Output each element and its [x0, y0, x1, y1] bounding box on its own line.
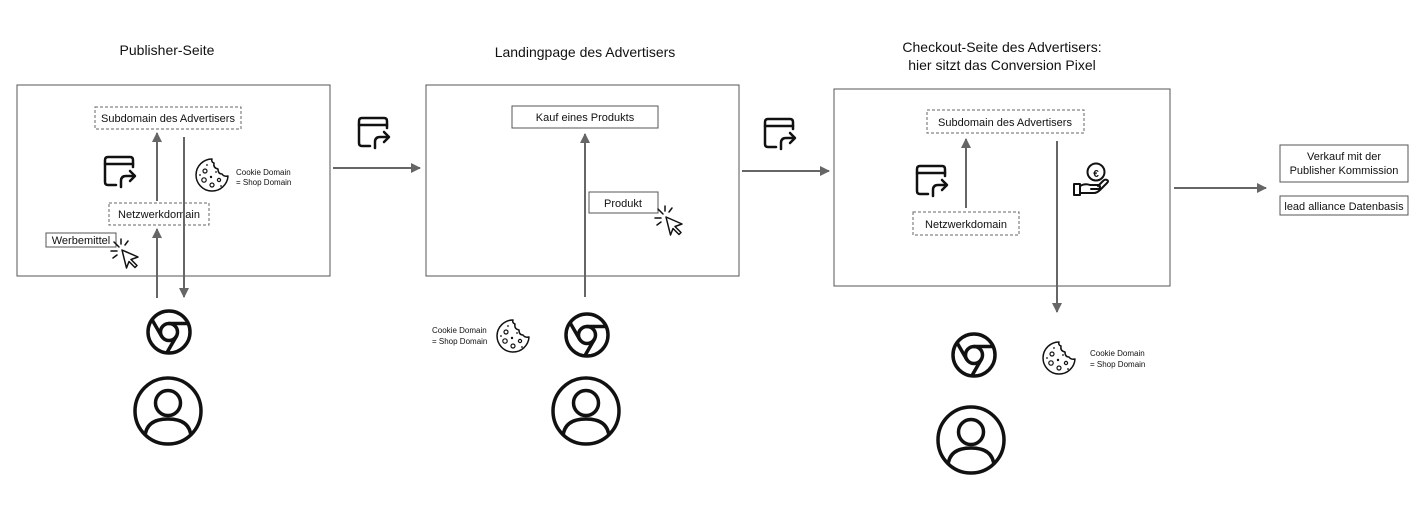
advertiser-subdomain-box [94, 106, 242, 130]
cookie-domain-label: Cookie Domain [432, 326, 487, 335]
publisher-page-title: Publisher-Seite [120, 42, 215, 58]
network-domain-box [912, 211, 1020, 236]
cookie-icon [496, 319, 530, 353]
publisher-page-frame [16, 84, 331, 277]
cookie-icon [195, 158, 229, 192]
click-cursor-icon [654, 205, 683, 236]
chrome-browser-icon [564, 312, 610, 358]
sale-commission-line2: Publisher Kommission [1290, 165, 1399, 177]
user-icon [553, 378, 619, 444]
checkout-title-line1: Checkout-Seite des Advertisers: [902, 39, 1101, 55]
network-domain-label: Netzwerkdomain [925, 219, 1007, 231]
network-domain-label: Netzwerkdomain [118, 209, 200, 221]
redirect-icon [915, 164, 949, 198]
cookie-domain-label: Cookie Domain [1090, 349, 1145, 358]
user-icon [938, 407, 1004, 473]
chrome-browser-icon [146, 309, 192, 355]
click-cursor-icon [110, 238, 139, 269]
database-label: lead alliance Datenbasis [1284, 201, 1404, 213]
advertiser-subdomain-box [926, 109, 1085, 134]
product-label: Produkt [604, 198, 642, 210]
user-icon [135, 378, 201, 444]
ad-material-box [45, 232, 117, 248]
cookie-domain-label: Cookie Domain [236, 168, 291, 177]
sale-commission-box [1279, 144, 1409, 183]
purchase-box [511, 105, 659, 129]
advertiser-subdomain-label: Subdomain des Advertisers [101, 113, 235, 125]
checkout-page-frame [833, 88, 1171, 287]
ad-material-label: Werbemittel [52, 235, 110, 247]
product-box [588, 191, 659, 214]
shop-domain-label: = Shop Domain [236, 178, 291, 187]
landingpage-title: Landingpage des Advertisers [495, 44, 676, 60]
redirect-icon [763, 117, 797, 151]
chrome-browser-icon [951, 332, 997, 378]
shop-domain-label: = Shop Domain [1090, 360, 1145, 369]
purchase-label: Kauf eines Produkts [536, 112, 635, 124]
database-box [1279, 195, 1409, 216]
shop-domain-label: = Shop Domain [432, 337, 487, 346]
redirect-icon [103, 155, 137, 189]
sale-commission-line1: Verkauf mit der [1307, 151, 1381, 163]
euro-hand-icon: € [1073, 162, 1109, 196]
cookie-icon [1042, 341, 1076, 375]
redirect-icon [357, 116, 391, 150]
checkout-title-line2: hier sitzt das Conversion Pixel [908, 57, 1096, 73]
euro-symbol: € [1093, 169, 1099, 180]
landingpage-frame [425, 84, 740, 277]
advertiser-subdomain-label: Subdomain des Advertisers [938, 117, 1072, 129]
